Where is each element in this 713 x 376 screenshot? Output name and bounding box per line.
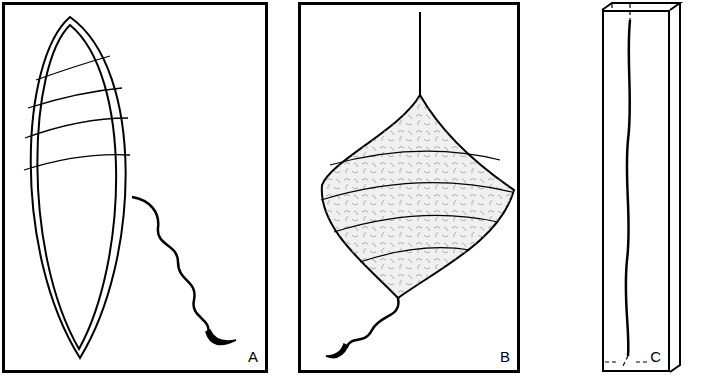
pouch-outline xyxy=(322,95,514,298)
pouch-figure xyxy=(321,12,514,358)
thread-hidden xyxy=(629,4,630,20)
tail-hook xyxy=(206,330,236,345)
seed-band xyxy=(24,155,130,170)
thread xyxy=(626,20,630,356)
pouch-texture xyxy=(322,95,514,298)
seed-band xyxy=(25,118,128,138)
tail-hook xyxy=(326,344,348,358)
tube-side-edge xyxy=(670,3,680,372)
figure-panel: B xyxy=(298,2,520,373)
seed-figure xyxy=(24,17,236,358)
panel-letter: C xyxy=(650,349,661,364)
seed-tail xyxy=(132,197,208,334)
pouch-band xyxy=(360,248,470,262)
tube-top-face xyxy=(602,3,680,10)
pouch-band xyxy=(330,151,500,165)
pouch-band xyxy=(334,215,498,232)
thread-hidden xyxy=(622,356,628,368)
pouch-band xyxy=(321,183,512,200)
tube-edge xyxy=(611,3,612,8)
tube-front-face: C xyxy=(602,10,670,372)
panel-letter: B xyxy=(500,349,510,364)
tube-bottom-hidden xyxy=(605,361,648,362)
figure-panel: A xyxy=(2,2,268,373)
pouch-tail xyxy=(346,298,398,348)
panel-letter: A xyxy=(248,349,258,364)
tube-figure xyxy=(602,3,680,372)
seed-band xyxy=(36,56,110,80)
seed-band xyxy=(28,88,122,108)
seed-outer-outline xyxy=(31,17,126,358)
seed-inner-outline xyxy=(37,25,116,349)
hanging-string xyxy=(419,12,421,95)
